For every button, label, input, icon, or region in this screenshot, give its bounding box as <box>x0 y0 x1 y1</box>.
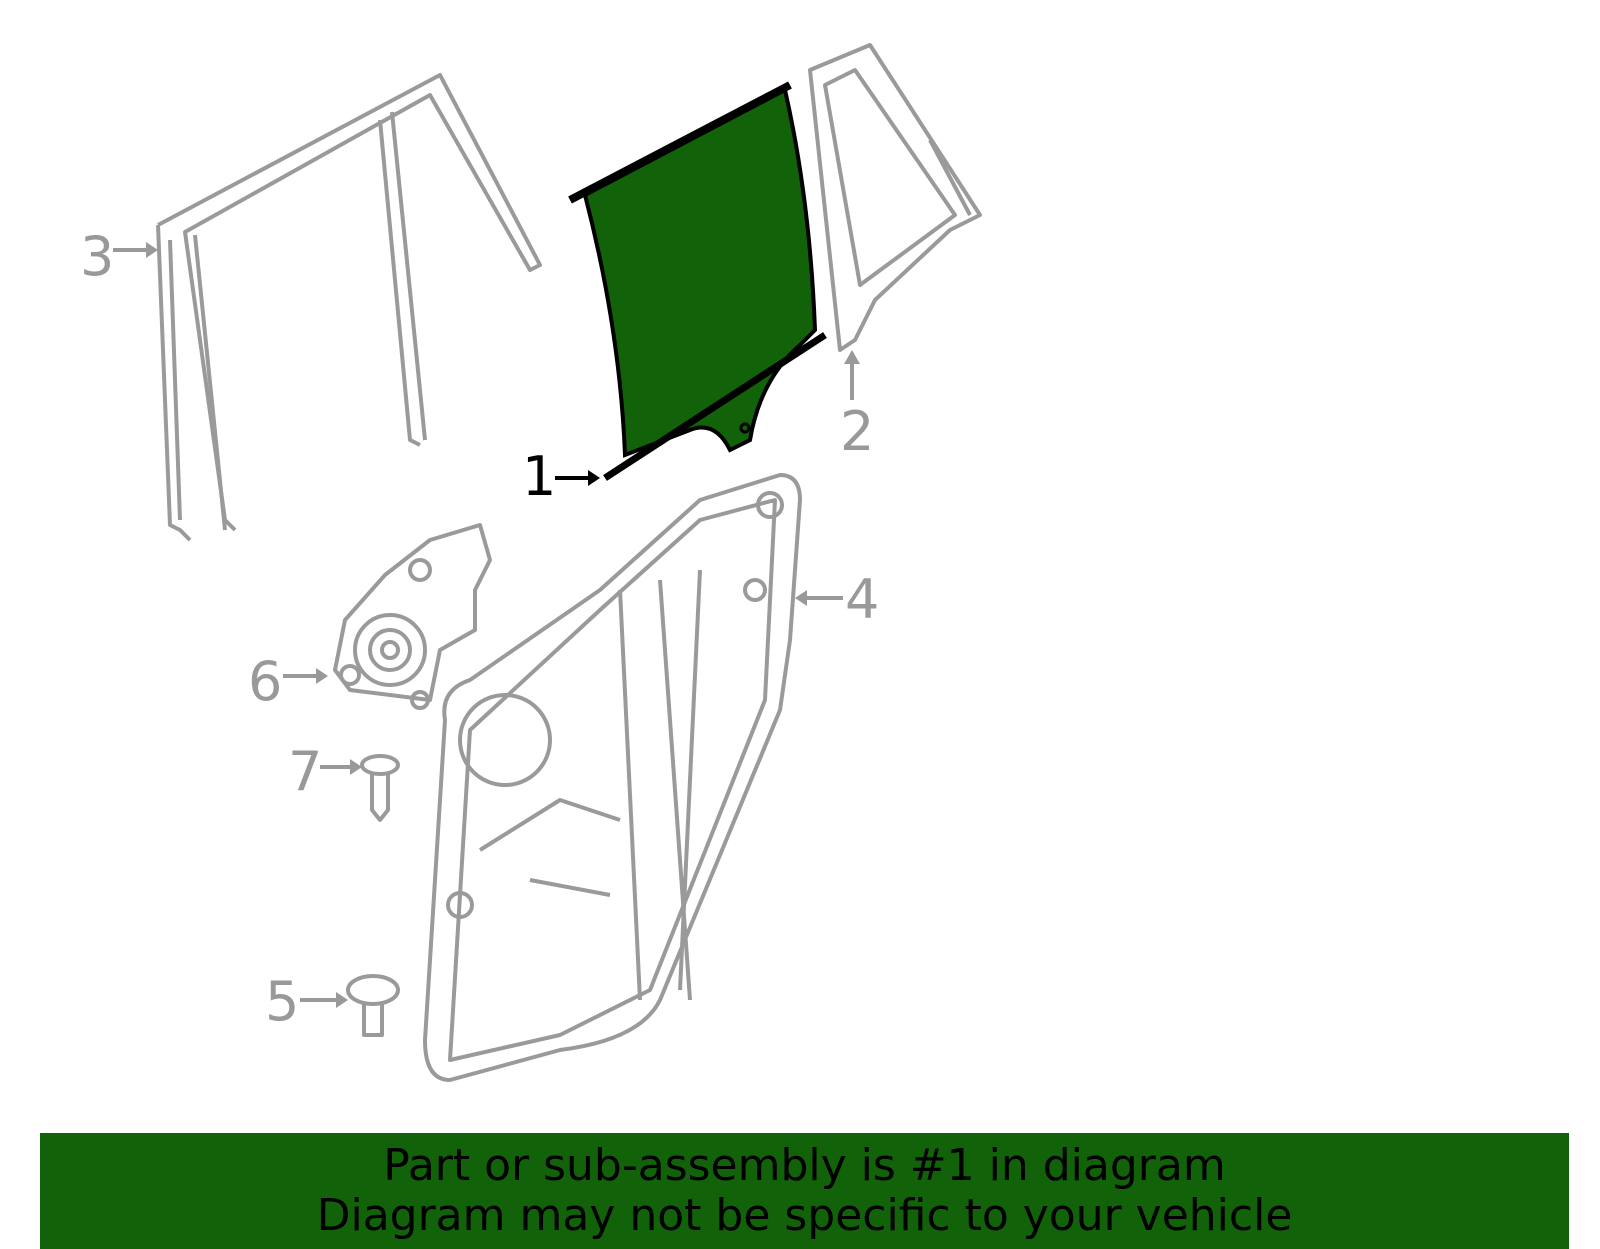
callout-1[interactable]: 1 <box>522 445 556 508</box>
callout-6: 6 <box>248 650 282 713</box>
banner-line-2: Diagram may not be specific to your vehi… <box>316 1190 1293 1241</box>
callout-4: 4 <box>845 568 879 631</box>
part-5-bolt <box>346 974 400 1037</box>
info-banner: Part or sub-assembly is #1 in diagram Di… <box>40 1133 1569 1249</box>
part-6-motor <box>333 523 492 710</box>
part-2-quarter-frame <box>808 43 982 352</box>
callout-7: 7 <box>288 740 322 803</box>
callout-3: 3 <box>80 225 114 288</box>
callout-labels: 1 2 3 4 5 6 7 <box>80 225 879 1033</box>
part-3-run-channel <box>156 73 542 542</box>
part-7-screw <box>360 754 400 822</box>
banner-line-1: Part or sub-assembly is #1 in diagram <box>383 1140 1226 1191</box>
callout-5: 5 <box>265 970 299 1033</box>
callout-2: 2 <box>840 400 874 463</box>
part-1-glass[interactable] <box>568 81 827 481</box>
part-4-door-module <box>423 473 802 1082</box>
parts-diagram: 1 2 3 4 5 6 7 <box>80 43 982 1082</box>
